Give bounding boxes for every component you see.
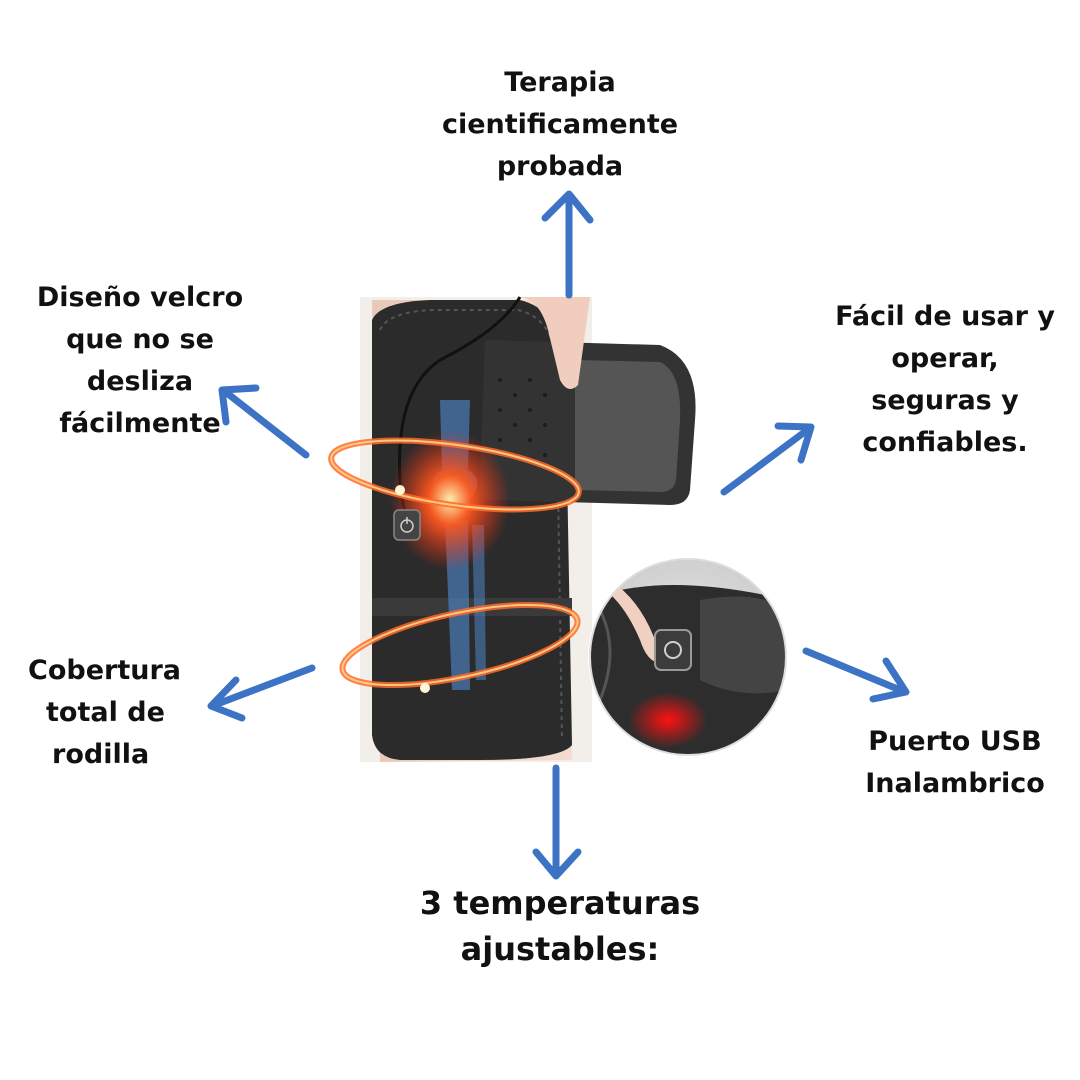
- feature-line: Fácil de usar y: [835, 301, 1055, 332]
- feature-line: Cobertura: [28, 655, 181, 686]
- feature-label-bottom: 3 temperaturas ajustables:: [395, 880, 725, 972]
- feature-line: Terapia: [504, 67, 616, 98]
- velcro-inner: [575, 360, 681, 492]
- feature-line: cientificamente: [441, 109, 679, 140]
- arrow-group: [207, 190, 910, 880]
- feature-label-bottom-left: Cobertura total de rodilla: [8, 650, 228, 776]
- feature-line: rodilla: [52, 739, 150, 770]
- power-icon: [393, 509, 421, 541]
- arrow-up: [541, 190, 594, 299]
- arrow-up-right: [720, 422, 815, 496]
- feature-label-bottom-right: Puerto USB Inalambrico: [840, 721, 1070, 805]
- feature-line: ajustables:: [460, 930, 660, 968]
- arrow-down-right: [802, 647, 910, 703]
- inset-detail: [588, 557, 788, 757]
- arrow-down: [532, 764, 582, 880]
- brace-edge-stitch: [379, 309, 563, 741]
- feature-line: probada: [496, 151, 624, 182]
- arrow-down-left: [207, 664, 316, 722]
- feature-line: Puerto USB: [868, 726, 1042, 757]
- feature-line: Diseño velcro: [36, 282, 244, 313]
- feature-line: seguras y: [871, 385, 1019, 416]
- feature-line: operar,: [891, 343, 999, 374]
- arrow-up-left: [218, 384, 310, 459]
- feature-line: 3 temperaturas: [419, 884, 701, 922]
- feature-label-top-left: Diseño velcro que no se desliza fácilmen…: [20, 277, 260, 445]
- feature-line: total de: [46, 697, 165, 728]
- feature-label-top-right: Fácil de usar y operar, seguras y confia…: [820, 296, 1070, 464]
- feature-label-top: Terapia cientificamente probada: [420, 62, 700, 188]
- feature-line: que no se: [66, 324, 214, 355]
- feature-line: Inalambrico: [865, 768, 1045, 799]
- hand: [520, 297, 590, 389]
- feature-line: fácilmente: [59, 408, 221, 439]
- heat-rings: [328, 437, 582, 693]
- feature-line: confiables.: [862, 427, 1028, 458]
- feature-line: desliza: [86, 366, 194, 397]
